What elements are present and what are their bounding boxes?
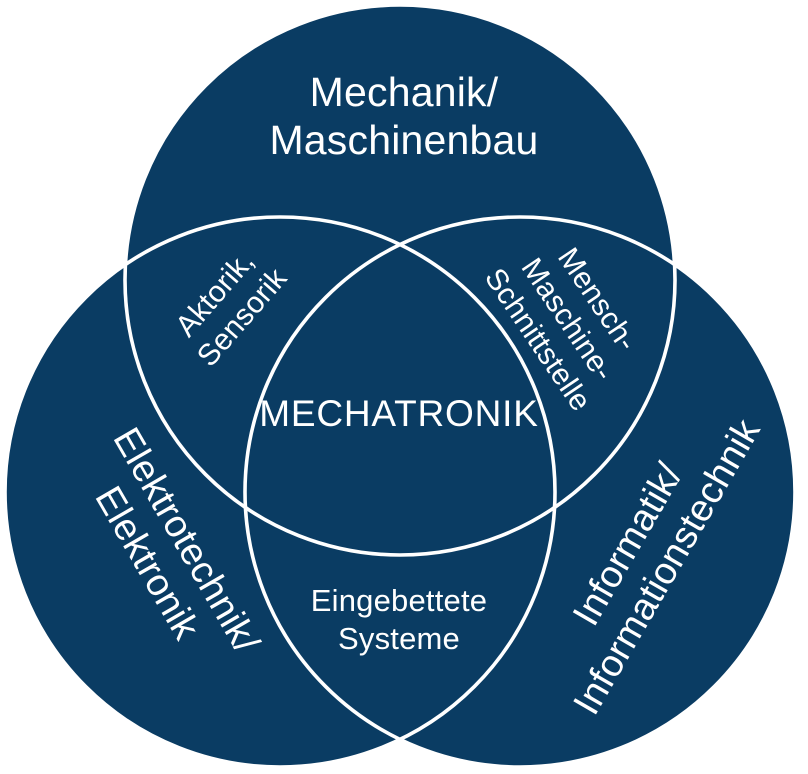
venn-outline-group — [3, 3, 797, 769]
circle-informatik-outline — [243, 215, 797, 769]
venn-fill-group — [5, 5, 795, 767]
circle-informatik-fill — [245, 217, 795, 767]
circle-elektrotechnik-outline — [3, 215, 557, 769]
circle-mechanik-outline — [123, 3, 677, 557]
